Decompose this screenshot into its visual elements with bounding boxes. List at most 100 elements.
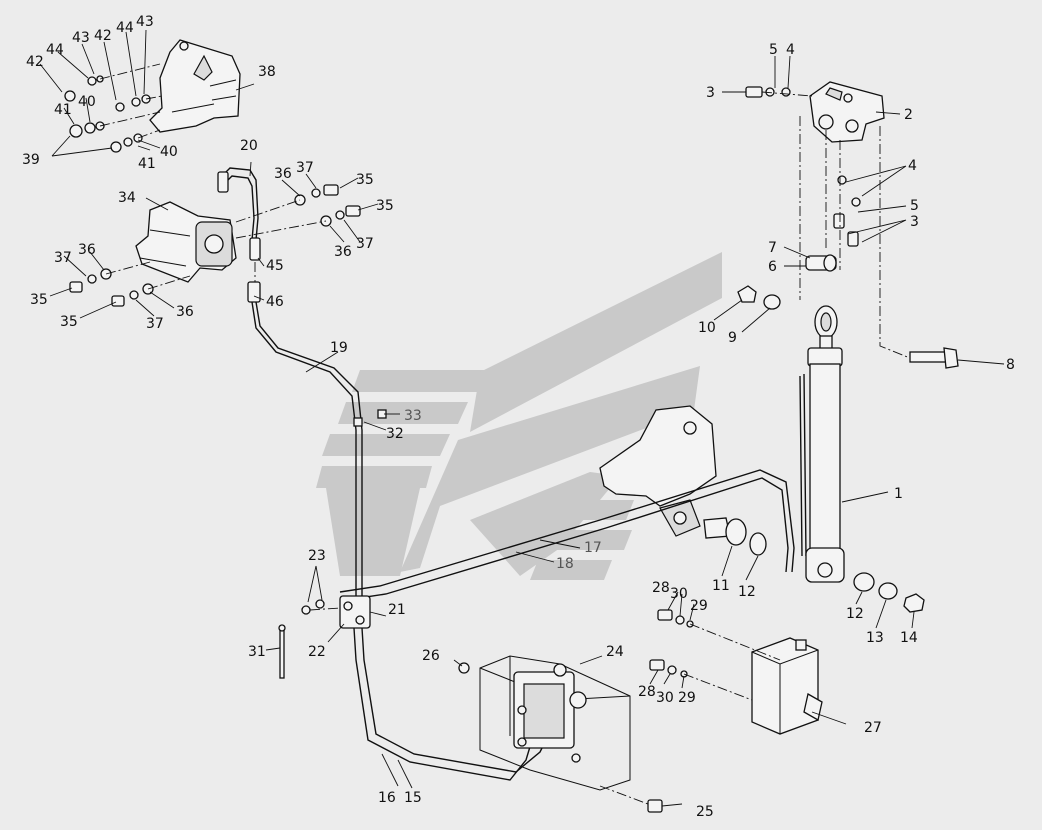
upper-bolts-3-5 xyxy=(745,86,911,359)
callout-25: 25 xyxy=(696,804,714,820)
callout-40-b: 40 xyxy=(160,144,178,160)
callout-22: 22 xyxy=(308,644,326,660)
callout-6: 6 xyxy=(768,259,777,275)
callout-42-a: 42 xyxy=(26,54,44,70)
callout-4-top: 4 xyxy=(786,42,795,58)
callout-35-d: 35 xyxy=(60,314,78,330)
callout-37-c: 37 xyxy=(54,250,72,266)
top-bracket-38 xyxy=(149,39,241,133)
callout-41-b: 41 xyxy=(138,156,156,172)
shaft-6-7 xyxy=(805,254,837,272)
center-fork-bracket xyxy=(599,405,717,537)
bolt-25 xyxy=(599,785,663,813)
callout-32: 32 xyxy=(386,426,404,442)
callout-29-bottom: 29 xyxy=(678,690,696,706)
watermark-tail xyxy=(326,488,420,576)
callout-2: 2 xyxy=(904,107,913,123)
bolt-31 xyxy=(278,624,286,679)
watermark-wing-upper xyxy=(470,252,722,432)
callout-37-a: 37 xyxy=(296,160,314,176)
bolt-8 xyxy=(909,347,959,369)
callout-45: 45 xyxy=(266,258,284,274)
callout-11: 11 xyxy=(712,578,730,594)
callout-40-a: 40 xyxy=(78,94,96,110)
callout-9: 9 xyxy=(728,330,737,346)
watermark-band-5 xyxy=(552,500,634,520)
watermark-band-4 xyxy=(316,466,432,488)
hydraulic-cylinder-1 xyxy=(799,305,845,583)
watermark-wing-middle xyxy=(400,366,700,572)
callout-12-left: 12 xyxy=(738,584,756,600)
callout-29-top: 29 xyxy=(690,598,708,614)
callout-17: 17 xyxy=(584,540,602,556)
callout-14: 14 xyxy=(900,630,918,646)
tank-27 xyxy=(751,637,823,735)
callout-41-a: 41 xyxy=(54,102,72,118)
long-pipes-17-18 xyxy=(339,469,795,601)
callout-31: 31 xyxy=(248,644,266,660)
callout-8: 8 xyxy=(1006,357,1015,373)
callout-44-b: 44 xyxy=(116,20,134,36)
watermark-wing-lower xyxy=(470,472,620,576)
junction-block-21-23 xyxy=(301,595,371,629)
callout-36-b: 36 xyxy=(334,244,352,260)
callout-15: 15 xyxy=(404,790,422,806)
callout-46: 46 xyxy=(266,294,284,310)
callout-labels: 1 2 3 3 4 4 5 5 6 7 8 9 10 11 12 12 13 1… xyxy=(22,14,1015,820)
callout-43-a: 43 xyxy=(72,30,90,46)
callout-10: 10 xyxy=(698,320,716,336)
lower-hoses-15-16 xyxy=(353,627,547,781)
callout-7: 7 xyxy=(768,240,777,256)
callout-18: 18 xyxy=(556,556,574,572)
callout-20: 20 xyxy=(240,138,258,154)
callout-19: 19 xyxy=(330,340,348,356)
callout-1: 1 xyxy=(894,486,903,502)
callout-37-d: 37 xyxy=(146,316,164,332)
watermark-band-3 xyxy=(322,434,450,456)
callout-12-right: 12 xyxy=(846,606,864,622)
callout-37-b: 37 xyxy=(356,236,374,252)
callout-34: 34 xyxy=(118,190,136,206)
callout-36-d: 36 xyxy=(176,304,194,320)
callout-26: 26 xyxy=(422,648,440,664)
watermark-band-1 xyxy=(352,370,488,392)
valve-bracket-34 xyxy=(135,201,237,283)
callout-5-right: 5 xyxy=(910,198,919,214)
callout-27: 27 xyxy=(864,720,882,736)
pump-unit-24 xyxy=(458,655,631,791)
callout-36-a: 36 xyxy=(274,166,292,182)
callout-35-a: 35 xyxy=(356,172,374,188)
leader-lines xyxy=(39,29,1005,807)
tank-bolts-28-30 xyxy=(649,609,781,701)
top-bolts-39-44 xyxy=(64,63,163,153)
upper-bracket-2 xyxy=(809,81,885,143)
watermark-band-2 xyxy=(338,402,468,424)
callout-36-c: 36 xyxy=(78,242,96,258)
callout-44-a: 44 xyxy=(46,42,64,58)
callout-3-top: 3 xyxy=(706,85,715,101)
callout-4-right: 4 xyxy=(908,158,917,174)
watermark-logo xyxy=(316,252,722,580)
callout-16: 16 xyxy=(378,790,396,806)
callout-30-top: 30 xyxy=(670,586,688,602)
callout-43-b: 43 xyxy=(136,14,154,30)
callout-38: 38 xyxy=(258,64,276,80)
callout-33: 33 xyxy=(404,408,422,424)
hydraulic-line-19-20 xyxy=(217,167,363,600)
washers-9-10 xyxy=(737,285,781,310)
callout-21: 21 xyxy=(388,602,406,618)
watermark-band-7 xyxy=(530,560,612,580)
cylinder-washers-12-14 xyxy=(853,572,925,613)
callout-5-top: 5 xyxy=(769,42,778,58)
callout-24: 24 xyxy=(606,644,624,660)
callout-42-b: 42 xyxy=(94,28,112,44)
callout-35-c: 35 xyxy=(30,292,48,308)
callout-28-bottom: 28 xyxy=(638,684,656,700)
callout-23: 23 xyxy=(308,548,326,564)
pivot-bushings-11-12 xyxy=(703,517,767,556)
callout-35-b: 35 xyxy=(376,198,394,214)
valve-fittings-35-37 xyxy=(69,184,361,307)
callout-30-bottom: 30 xyxy=(656,690,674,706)
